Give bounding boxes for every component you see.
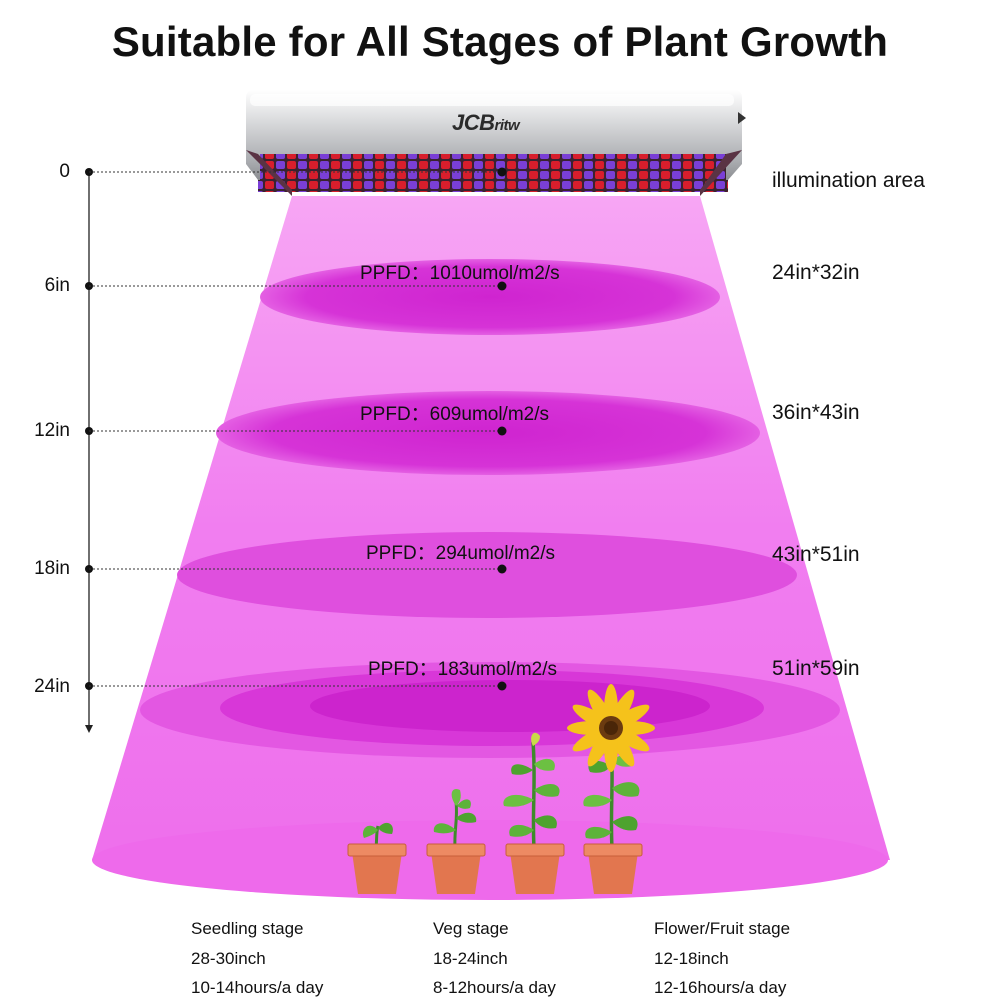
stage-seedling: Seedling stage 28-30inch 10-14hours/a da… <box>191 914 323 1003</box>
ppfd-ellipse-12in <box>216 391 760 475</box>
fixture-housing-highlight <box>250 94 734 106</box>
stage-veg: Veg stage 18-24inch 8-12hours/a day <box>433 914 556 1003</box>
center-dot-6in <box>497 281 507 291</box>
page-title: Suitable for All Stages of Plant Growth <box>111 18 889 65</box>
height-label-0: 0 <box>59 161 70 182</box>
pot-seedling <box>347 843 407 894</box>
veg-large-plant <box>503 732 560 849</box>
sunflower-plant <box>567 684 655 849</box>
led-panel <box>260 154 726 192</box>
area-6in: 24in*32in <box>772 261 860 284</box>
area-24in: 51in*59in <box>772 657 860 680</box>
height-label-12in: 12in <box>34 420 70 441</box>
center-dot-18in <box>497 564 507 574</box>
seedling-plant <box>362 822 393 849</box>
floor-illumination <box>92 820 888 900</box>
center-dot-12in <box>497 426 507 436</box>
brand-logo: JCBritw <box>452 110 520 136</box>
height-label-24in: 24in <box>34 676 70 697</box>
ppfd-ellipse-6in <box>260 259 720 335</box>
fixture-side-right <box>700 150 742 196</box>
center-dot-0 <box>497 167 507 177</box>
pot-veg <box>426 843 486 894</box>
ppfd-label-6in: PPFD：1010umol/m2/s <box>360 263 560 284</box>
ppfd-label-12in: PPFD：609umol/m2/s <box>360 404 550 425</box>
stage-hours: 8-12hours/a day <box>433 978 556 997</box>
brand-main: JCB <box>452 110 495 135</box>
stage-name: Veg stage <box>433 919 509 938</box>
brand-small: ritw <box>494 117 520 134</box>
stage-distance: 28-30inch <box>191 948 266 968</box>
illumination-area-header: illumination area <box>772 169 925 192</box>
area-18in: 43in*51in <box>772 543 860 566</box>
stage-hours: 10-14hours/a day <box>191 978 324 997</box>
power-cord-tip <box>738 112 746 124</box>
stage-flower-fruit: Flower/Fruit stage 12-18inch 12-16hours/… <box>654 914 790 1003</box>
area-12in: 36in*43in <box>772 401 860 424</box>
stage-hours: 12-16hours/a day <box>654 978 787 997</box>
stage-distance: 18-24inch <box>433 948 508 968</box>
fixture-side-left <box>246 150 292 196</box>
pot-veg-large <box>505 843 565 894</box>
stage-name: Seedling stage <box>191 919 304 938</box>
center-dot-24in <box>497 681 507 691</box>
ppfd-label-24in: PPFD：183umol/m2/s <box>368 659 558 680</box>
stage-name: Flower/Fruit stage <box>654 919 791 938</box>
height-label-18in: 18in <box>34 558 70 579</box>
sunflower-petals <box>567 684 655 772</box>
pot-sunflower <box>583 843 643 894</box>
stage-distance: 12-18inch <box>654 948 729 968</box>
height-label-6in: 6in <box>44 275 70 296</box>
height-axis-arrow <box>85 725 93 733</box>
ppfd-label-18in: PPFD：294umol/m2/s <box>366 543 556 564</box>
ppfd-ellipse-18in <box>177 532 797 618</box>
